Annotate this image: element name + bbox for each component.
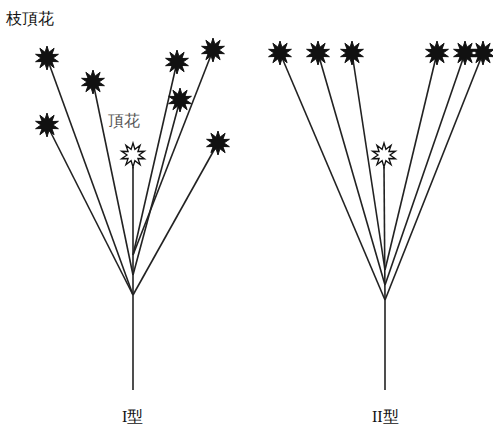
terminal-flower (122, 143, 145, 167)
branch-flower (202, 38, 225, 62)
branch-flower (269, 41, 292, 65)
type-label: II型 (372, 408, 399, 426)
flower-symbols (36, 38, 493, 167)
branch-line (133, 100, 180, 275)
inflorescence-label: 枝頂花 (6, 10, 54, 28)
branch-line (132, 167, 134, 295)
branch-flower (307, 41, 330, 65)
branch-lines (47, 50, 483, 390)
branch-flower (82, 70, 105, 94)
type-label: I型 (122, 408, 143, 426)
branch-line (132, 295, 134, 390)
branch-line (133, 143, 218, 295)
branch-line (280, 53, 385, 300)
branch-flower (207, 131, 230, 155)
branch-line (384, 300, 386, 390)
branch-flower (426, 41, 449, 65)
branch-flower (341, 41, 364, 65)
branch-flower (454, 41, 477, 65)
branch-flower (36, 46, 59, 70)
terminal-flower-label: 頂花 (108, 112, 140, 130)
branch-line (133, 50, 213, 255)
terminal-flower (373, 143, 396, 167)
branch-line (385, 53, 437, 270)
branch-flower (36, 113, 59, 137)
branch-line (93, 82, 133, 275)
branch-line (318, 53, 385, 285)
branch-line (47, 58, 133, 295)
branch-line (385, 53, 483, 300)
branch-flower (472, 41, 493, 65)
branch-flower (166, 50, 189, 74)
branch-line (385, 53, 465, 285)
branch-flower (169, 88, 192, 112)
